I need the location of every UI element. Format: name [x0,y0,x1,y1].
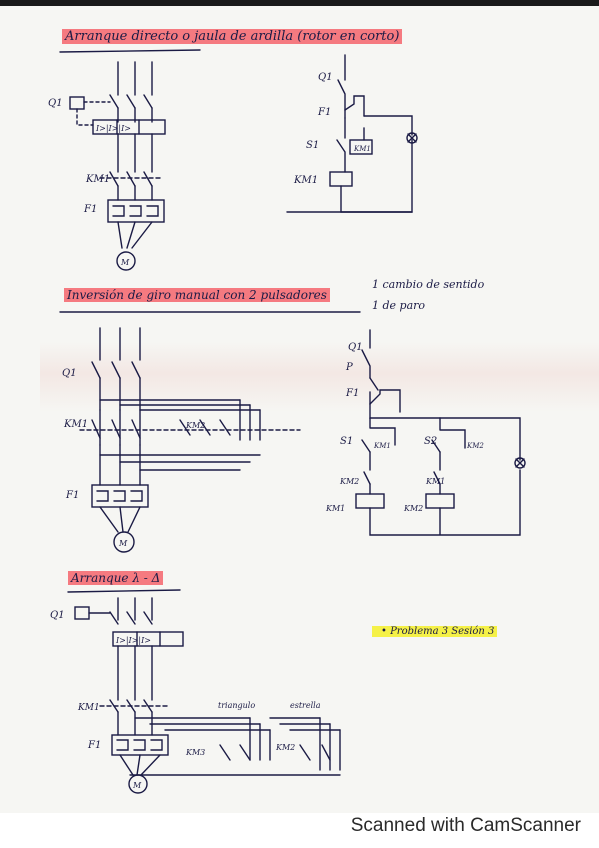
label-q1-3: Q1 [50,610,65,621]
label-s2-ctrl2: S2 [424,436,437,447]
label-q1-2: Q1 [62,368,77,379]
label-km2-3: KM2 [275,743,295,752]
label-f1-ctrl1: F1 [317,107,331,118]
label-km1-contact-2: KM1 [373,442,391,450]
label-km1-2: KM1 [63,419,88,430]
scanner-footer: Scanned with CamScanner [0,813,599,848]
label-motor-2: M [118,539,128,548]
label-s1-ctrl1: S1 [306,140,319,151]
label-f1-3: F1 [87,740,101,751]
label-p-ctrl2: P [345,362,353,373]
label-s1-ctrl2: S1 [340,436,353,447]
label-km1-3: KM1 [77,703,100,713]
label-triangulo: triangulo [218,701,255,710]
title-underlines [59,49,361,593]
problem-note: • Problema 3 Sesión 3 [372,626,498,637]
label-q1-1: Q1 [48,98,63,109]
label-motor-1: M [120,258,130,267]
scan-top-edge [0,0,599,6]
section-title-reversing: Inversión de giro manual con 2 pulsadore… [64,288,330,302]
section-title-direct-start: Arranque directo o jaula de ardilla (rot… [62,29,403,44]
label-km1-contact-1: KM1 [353,145,371,153]
label-f1-ctrl2: F1 [345,388,359,399]
label-km2-interlock: KM2 [339,477,359,486]
camscanner-watermark: Scanned with CamScanner [350,815,581,836]
label-overload-3: I>|I>|I> [115,636,151,645]
label-f1-2: F1 [65,490,79,501]
label-km2-coil-2: KM2 [403,504,423,513]
power-circuit-1 [69,61,166,271]
power-circuit-2 [79,327,301,553]
label-km1-coil-1: KM1 [293,175,318,186]
label-km2-2: KM2 [185,421,205,430]
note-stop: 1 de paro [372,299,426,312]
label-f1-1: F1 [83,204,97,215]
note-change-direction: 1 cambio de sentido [372,278,485,291]
section-title-star-delta: Arranque λ - Δ [68,571,164,585]
label-q1-ctrl1: Q1 [318,72,333,83]
power-circuit-3 [74,597,341,794]
control-circuit-1 [286,54,418,213]
wiring-diagrams: Q1 KM1 F1 M I>|I>|I> Q1 F1 S1 KM1 KM1 Q1… [48,49,526,794]
label-q1-ctrl2: Q1 [348,342,363,353]
control-circuit-2 [355,329,526,536]
label-km1-interlock: KM1 [425,477,445,486]
label-km1-coil-2: KM1 [325,504,345,513]
label-km2-contact-2: KM2 [466,442,484,450]
label-km3-3: KM3 [185,748,205,757]
label-km1-1: KM1 [85,174,110,185]
label-motor-3: M [132,781,142,790]
label-overload-1: I>|I>|I> [95,124,131,133]
label-estrella: estrella [290,701,321,710]
